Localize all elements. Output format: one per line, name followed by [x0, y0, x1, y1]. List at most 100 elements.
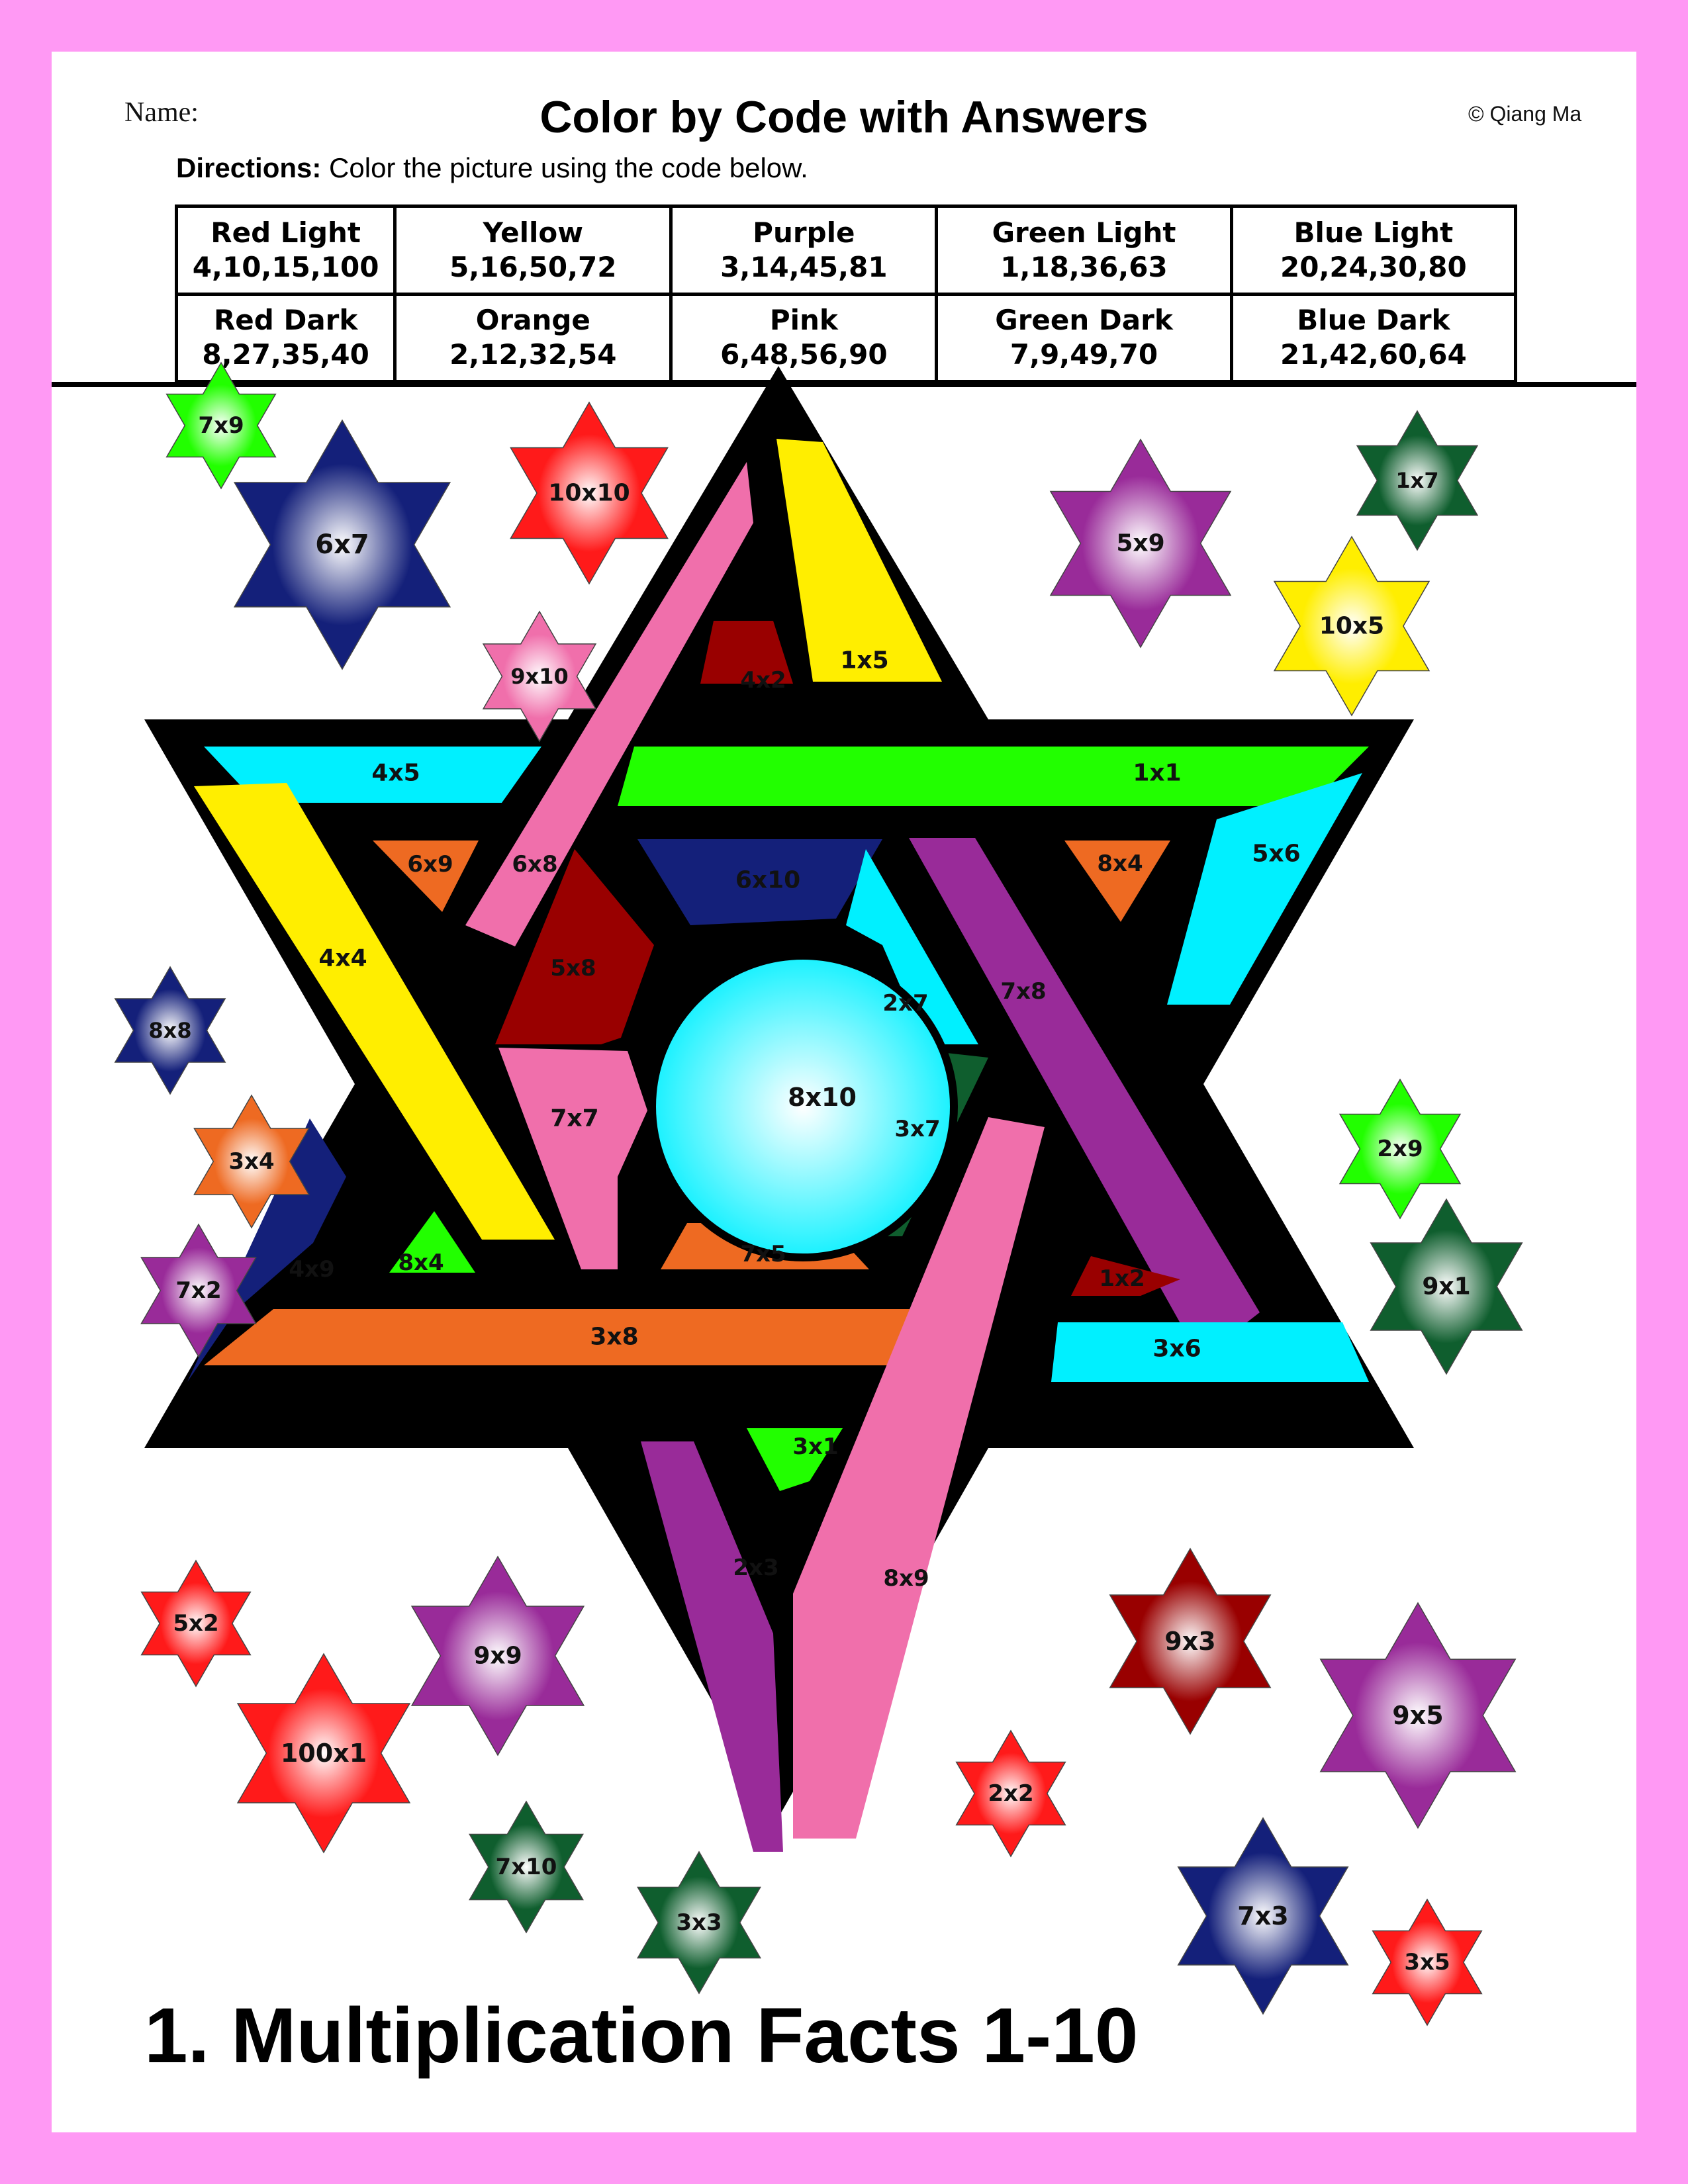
region-label: 8x4 — [398, 1250, 444, 1276]
code-numbers: 4,10,15,100 — [192, 250, 379, 283]
small-star-shape — [140, 1559, 252, 1688]
star-region — [637, 839, 882, 925]
region-label: 4x2 — [740, 667, 786, 694]
region-label: 8x4 — [1097, 850, 1143, 877]
star-region — [1071, 1256, 1180, 1296]
code-color-name: Yellow — [483, 216, 584, 249]
star-region — [747, 1428, 843, 1491]
code-numbers: 20,24,30,80 — [1280, 250, 1467, 283]
small-star: 9x5 — [1319, 1602, 1517, 1829]
small-star-shape — [1370, 1198, 1523, 1375]
small-star-label: 9x5 — [1392, 1701, 1443, 1730]
copyright-notice: © Qiang Ma — [1468, 102, 1582, 126]
region-label: 1x1 — [1133, 760, 1181, 787]
small-star: 9x1 — [1370, 1198, 1523, 1375]
small-star-shape — [140, 1223, 257, 1358]
small-star: 3x4 — [193, 1094, 310, 1229]
center-circle — [648, 952, 958, 1261]
star-region — [641, 1441, 783, 1852]
code-color-name: Green Dark — [995, 304, 1173, 337]
region-label: 4x5 — [371, 760, 420, 787]
small-star: 100x1 — [236, 1653, 411, 1854]
star-region — [204, 1309, 919, 1365]
small-star: 7x3 — [1177, 1817, 1349, 2015]
small-star: 9x3 — [1109, 1547, 1272, 1735]
small-star-shape — [636, 1850, 762, 1995]
region-label: 6x10 — [735, 867, 800, 894]
small-star-label: 3x5 — [1404, 1949, 1450, 1976]
star-region — [618, 747, 1369, 806]
code-numbers: 6,48,56,90 — [720, 338, 888, 371]
small-star-label: 7x2 — [175, 1277, 221, 1304]
small-star: 6x7 — [233, 419, 451, 670]
code-color-name: Pink — [769, 304, 838, 337]
small-star-label: 6x7 — [315, 529, 369, 560]
small-star: 1x7 — [1356, 410, 1479, 551]
star-region — [373, 841, 479, 912]
star-region — [465, 462, 753, 946]
small-star: 9x9 — [410, 1555, 585, 1756]
small-star-label: 9x3 — [1164, 1627, 1215, 1656]
small-star-shape — [482, 610, 597, 743]
region-label: 7x7 — [550, 1105, 598, 1132]
region-label: 3x8 — [590, 1324, 638, 1351]
small-star-label: 2x9 — [1377, 1136, 1423, 1162]
small-star: 5x2 — [140, 1559, 252, 1688]
code-color-name: Red Light — [211, 216, 361, 249]
small-star-label: 100x1 — [281, 1739, 367, 1768]
region-label: 8x9 — [883, 1565, 929, 1592]
code-numbers: 3,14,45,81 — [720, 250, 888, 283]
small-star-label: 3x3 — [676, 1909, 722, 1936]
small-star: 2x2 — [955, 1729, 1066, 1858]
star-region — [194, 783, 555, 1240]
region-label: 7x5 — [740, 1241, 786, 1267]
directions: Directions: Color the picture using the … — [176, 152, 808, 184]
small-star-label: 8x8 — [148, 1018, 191, 1043]
small-star: 10x5 — [1273, 535, 1430, 717]
star-region — [498, 1048, 647, 1269]
star-region — [1051, 1322, 1369, 1382]
small-star: 5x9 — [1049, 438, 1232, 649]
region-label: 5x6 — [1252, 841, 1300, 868]
small-star: 7x2 — [140, 1223, 257, 1358]
page-title: Color by Code with Answers — [539, 92, 1149, 142]
region-label: 2x3 — [733, 1555, 778, 1581]
region-label: 6x8 — [512, 851, 557, 878]
code-color-name: Purple — [753, 216, 855, 249]
star-region — [909, 838, 1260, 1359]
small-star-label: 7x10 — [496, 1854, 557, 1880]
small-star: 9x10 — [482, 610, 597, 743]
star-region — [495, 849, 654, 1044]
code-color-name: Blue Dark — [1297, 304, 1450, 337]
region-label: 3x6 — [1152, 1336, 1201, 1363]
small-star-label: 7x3 — [1237, 1901, 1288, 1931]
small-star: 3x5 — [1372, 1898, 1483, 2026]
directions-label: Directions: — [176, 152, 322, 183]
star-region — [793, 1117, 1045, 1839]
small-star-label: 10x10 — [548, 480, 630, 507]
code-numbers: 21,42,60,64 — [1280, 338, 1467, 371]
header-divider — [52, 382, 1636, 387]
small-star-label: 9x10 — [510, 664, 568, 689]
code-numbers: 1,18,36,63 — [1000, 250, 1168, 283]
small-star-shape — [233, 419, 451, 670]
region-label: 5x8 — [550, 955, 596, 981]
small-star: 3x3 — [636, 1850, 762, 1995]
code-color-name: Orange — [475, 304, 590, 337]
code-color-name: Blue Light — [1293, 216, 1454, 249]
star-region — [1167, 773, 1362, 1005]
code-color-name: Red Dark — [213, 304, 358, 337]
small-star-shape — [236, 1653, 411, 1854]
star-region — [389, 1211, 475, 1273]
region-label: 6x9 — [407, 851, 453, 878]
small-star: 7x10 — [469, 1800, 584, 1934]
small-star-shape — [1338, 1078, 1462, 1220]
region-label: 3x7 — [894, 1116, 940, 1142]
region-label: 2x7 — [882, 990, 928, 1017]
